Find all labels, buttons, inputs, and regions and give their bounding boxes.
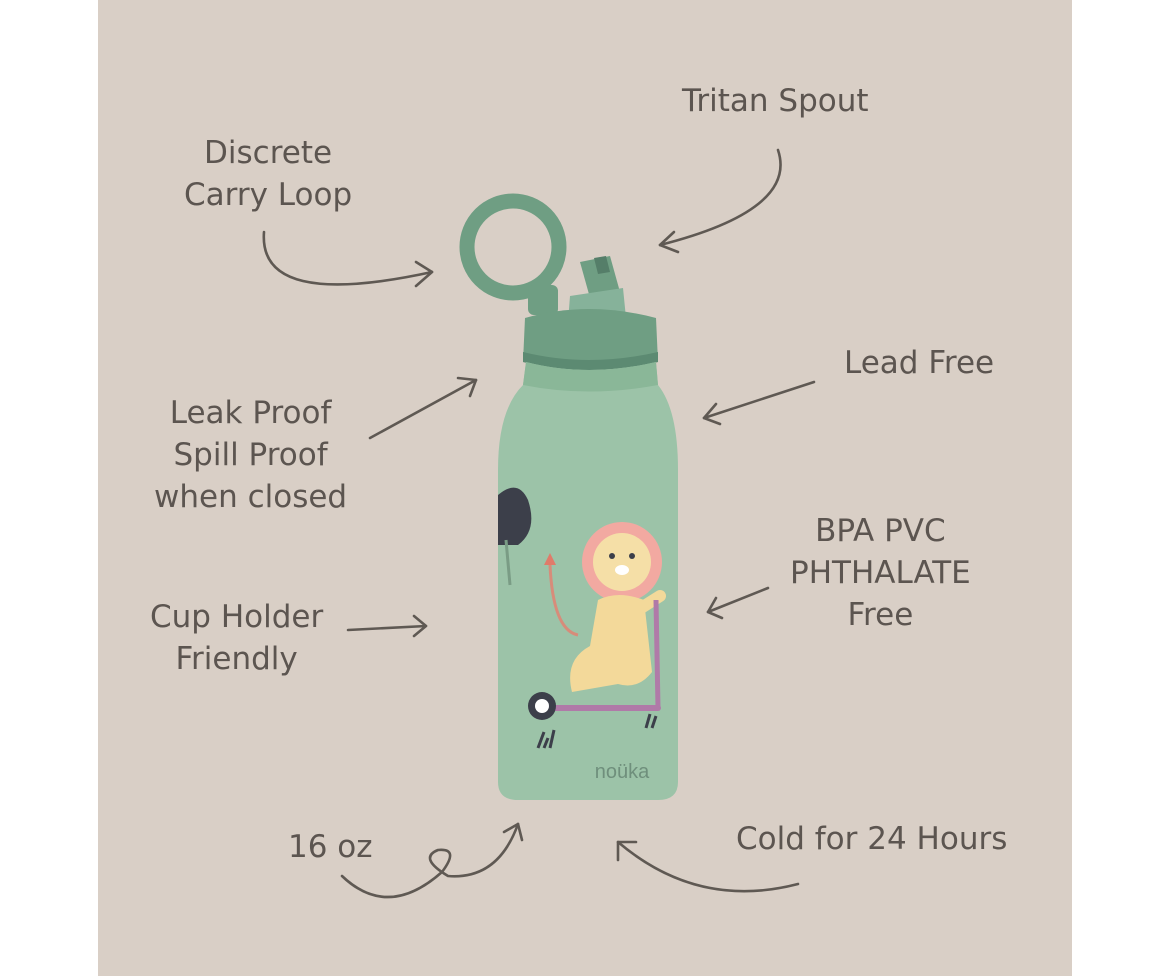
label-16-oz: 16 oz — [288, 829, 373, 865]
arrow-lead-free — [702, 380, 816, 420]
arrow-leak-proof — [368, 378, 478, 440]
product-infographic: noüka Tritan Spout Discrete Carry Loop — [98, 0, 1072, 976]
label-tritan-spout: Tritan Spout — [682, 83, 869, 119]
brand-logo: noüka — [595, 761, 650, 783]
arrow-cold-24 — [616, 840, 800, 893]
label-cup-holder: Cup Holder Friendly — [150, 599, 324, 677]
carry-loop-icon — [459, 193, 567, 315]
arrow-bpa-free — [706, 586, 770, 614]
grass-icon — [536, 729, 556, 749]
label-carry-loop: Discrete Carry Loop — [184, 135, 353, 213]
scooter-icon — [528, 599, 661, 720]
arrow-cup-holder — [346, 624, 428, 632]
lion-illustration-icon — [544, 522, 666, 692]
label-bpa-free: BPA PVC PHTHALATE Free — [790, 513, 971, 633]
bottle-illustration: noüka — [262, 148, 816, 899]
label-cold-24-hours: Cold for 24 Hours — [736, 821, 1008, 857]
tree-icon — [498, 487, 532, 545]
label-lead-free: Lead Free — [844, 345, 995, 381]
arrow-carry-loop — [262, 230, 434, 286]
label-leak-proof: Leak Proof Spill Proof when closed — [154, 395, 348, 515]
arrow-tritan-spout — [658, 148, 782, 247]
arrow-16-oz — [340, 822, 520, 899]
cap-icon — [523, 309, 658, 370]
